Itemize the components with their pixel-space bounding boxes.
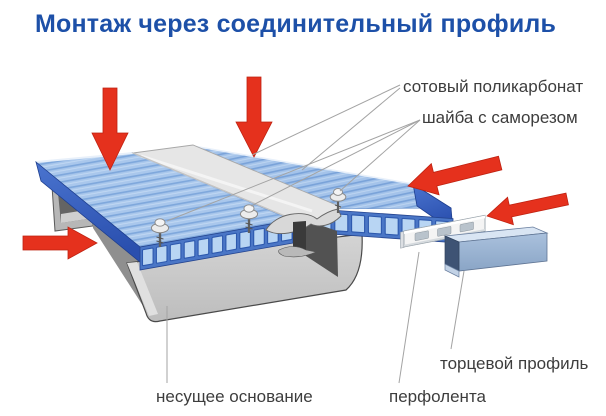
end-profile <box>443 226 549 278</box>
perforated-tape <box>400 214 486 249</box>
label-washer-screw: шайба с саморезом <box>422 108 578 127</box>
red-arrow-left-side <box>22 226 98 260</box>
joining-profile <box>131 144 342 277</box>
red-arrow-lower-right <box>486 192 569 226</box>
profile-h-web <box>293 221 306 253</box>
red-arrow-upper-right <box>407 155 503 196</box>
page-title: Монтаж через соединительный профиль <box>35 10 557 38</box>
red-arrow-down-left-sheet <box>91 87 129 171</box>
label-polycarbonate: сотовый поликарбонат <box>403 77 583 96</box>
label-end-profile: торцевой профиль <box>440 354 589 373</box>
screw-washer-1 <box>150 218 170 247</box>
profile-shadow <box>306 220 338 277</box>
left-sheet-honeycomb <box>139 219 294 271</box>
leader-lines <box>166 84 465 384</box>
label-perforated-tape: перфолента <box>389 387 487 406</box>
screw-washer-3 <box>329 188 347 213</box>
label-bearing-base: несущее основание <box>156 387 313 406</box>
profile-h-foot <box>278 246 317 258</box>
left-polycarbonate-sheet <box>35 152 294 271</box>
red-arrow-down-right-sheet <box>235 76 273 158</box>
pressure-arrows <box>22 76 569 260</box>
screw-washer-2 <box>239 204 259 233</box>
